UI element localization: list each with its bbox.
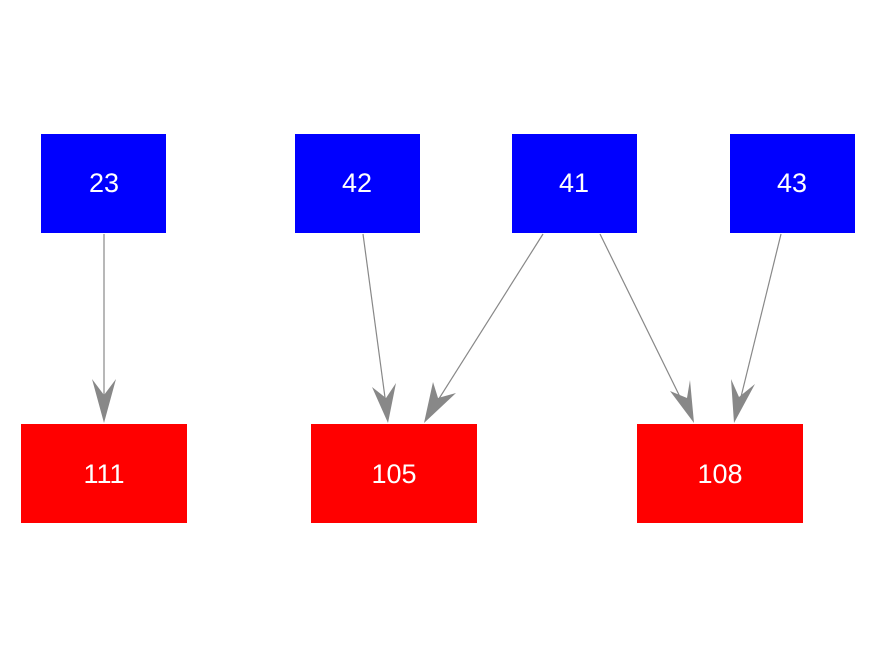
source-nodes: 23 42 41 43 [41,134,855,233]
arrowhead [731,379,755,423]
target-nodes: 111 105 108 [21,424,803,523]
node-105[interactable]: 105 [311,424,477,523]
node-label: 23 [89,168,119,198]
node-43[interactable]: 43 [730,134,855,233]
arrowhead [92,379,116,423]
node-box [21,424,187,523]
edge-line [738,233,782,406]
edge-43-to-108 [731,233,782,423]
node-box [512,134,637,233]
node-label: 105 [371,459,416,489]
node-box [637,424,803,523]
node-label: 42 [342,168,372,198]
node-box [311,424,477,523]
node-111[interactable]: 111 [21,424,187,523]
edges [92,233,782,423]
node-label: 108 [697,459,742,489]
edge-line [434,233,544,406]
node-label: 111 [83,459,124,489]
node-box [730,134,855,233]
arrowhead [670,380,694,423]
node-box [41,134,166,233]
edge-41-to-108 [599,233,694,423]
edge-42-to-105 [362,233,396,423]
edge-41-to-105 [424,233,544,423]
arrowhead [424,382,456,423]
node-42[interactable]: 42 [295,134,420,233]
node-41[interactable]: 41 [512,134,637,233]
node-23[interactable]: 23 [41,134,166,233]
edge-line [362,233,387,406]
arrowhead [372,383,396,423]
node-label: 41 [559,168,589,198]
edge-line [599,233,685,406]
node-box [295,134,420,233]
edge-23-to-111 [92,234,116,423]
node-label: 43 [777,168,807,198]
node-108[interactable]: 108 [637,424,803,523]
